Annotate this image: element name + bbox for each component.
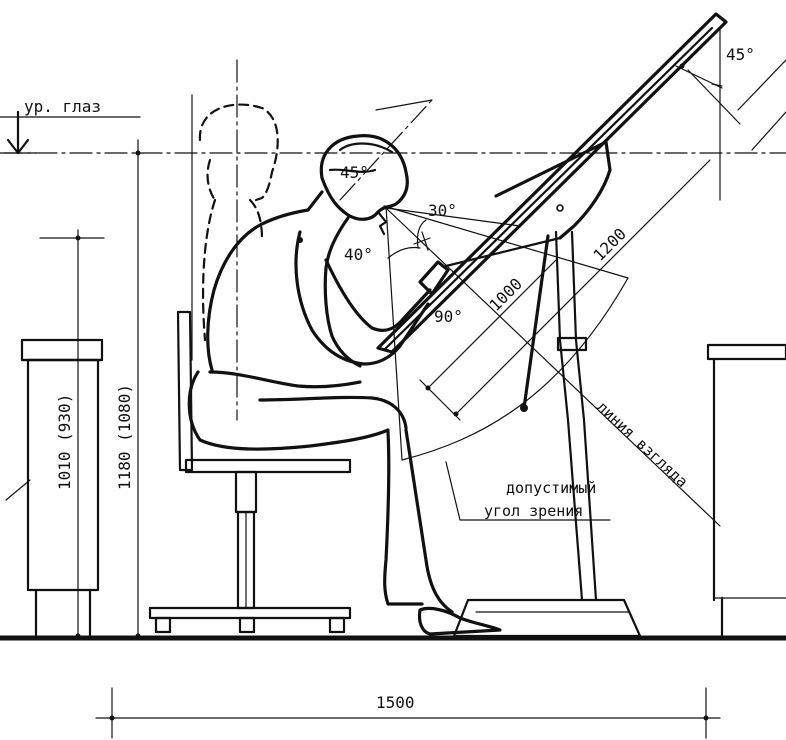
dim-1500-label: 1500: [376, 693, 415, 712]
upright-posture-ghost: [198, 103, 279, 342]
drafting-board: [376, 12, 728, 638]
chair: [148, 310, 352, 634]
right-cabinet: [706, 343, 786, 638]
sight-construction: [339, 29, 786, 527]
dimension-1180: [135, 139, 141, 641]
dim-1000-label: 1000: [485, 274, 526, 315]
dim-1200-label: 1200: [589, 224, 630, 265]
eye-level-marker: [0, 110, 141, 155]
eye-level-label: ур. глаз: [24, 97, 101, 116]
dimension-1010: [39, 229, 105, 641]
permissible-angle-label-2: угол зрения: [484, 502, 583, 520]
dim-1180-label: 1180 (1080): [115, 384, 134, 490]
angle-40-label: 40°: [344, 245, 373, 264]
angle-30-label: 30°: [428, 201, 457, 220]
dim-1010-label: 1010 (930): [55, 394, 74, 490]
angle-head-label: 45°: [340, 163, 369, 182]
seated-person: [187, 134, 502, 636]
dimension-1500: [95, 687, 721, 739]
left-cabinet: [5, 338, 104, 638]
line-of-sight-label: линия взгляда: [593, 398, 691, 491]
angle-top-label: 45°: [726, 45, 755, 64]
angle-90-label: 90°: [434, 307, 463, 326]
permissible-angle-label-1: допустимый: [506, 479, 596, 497]
